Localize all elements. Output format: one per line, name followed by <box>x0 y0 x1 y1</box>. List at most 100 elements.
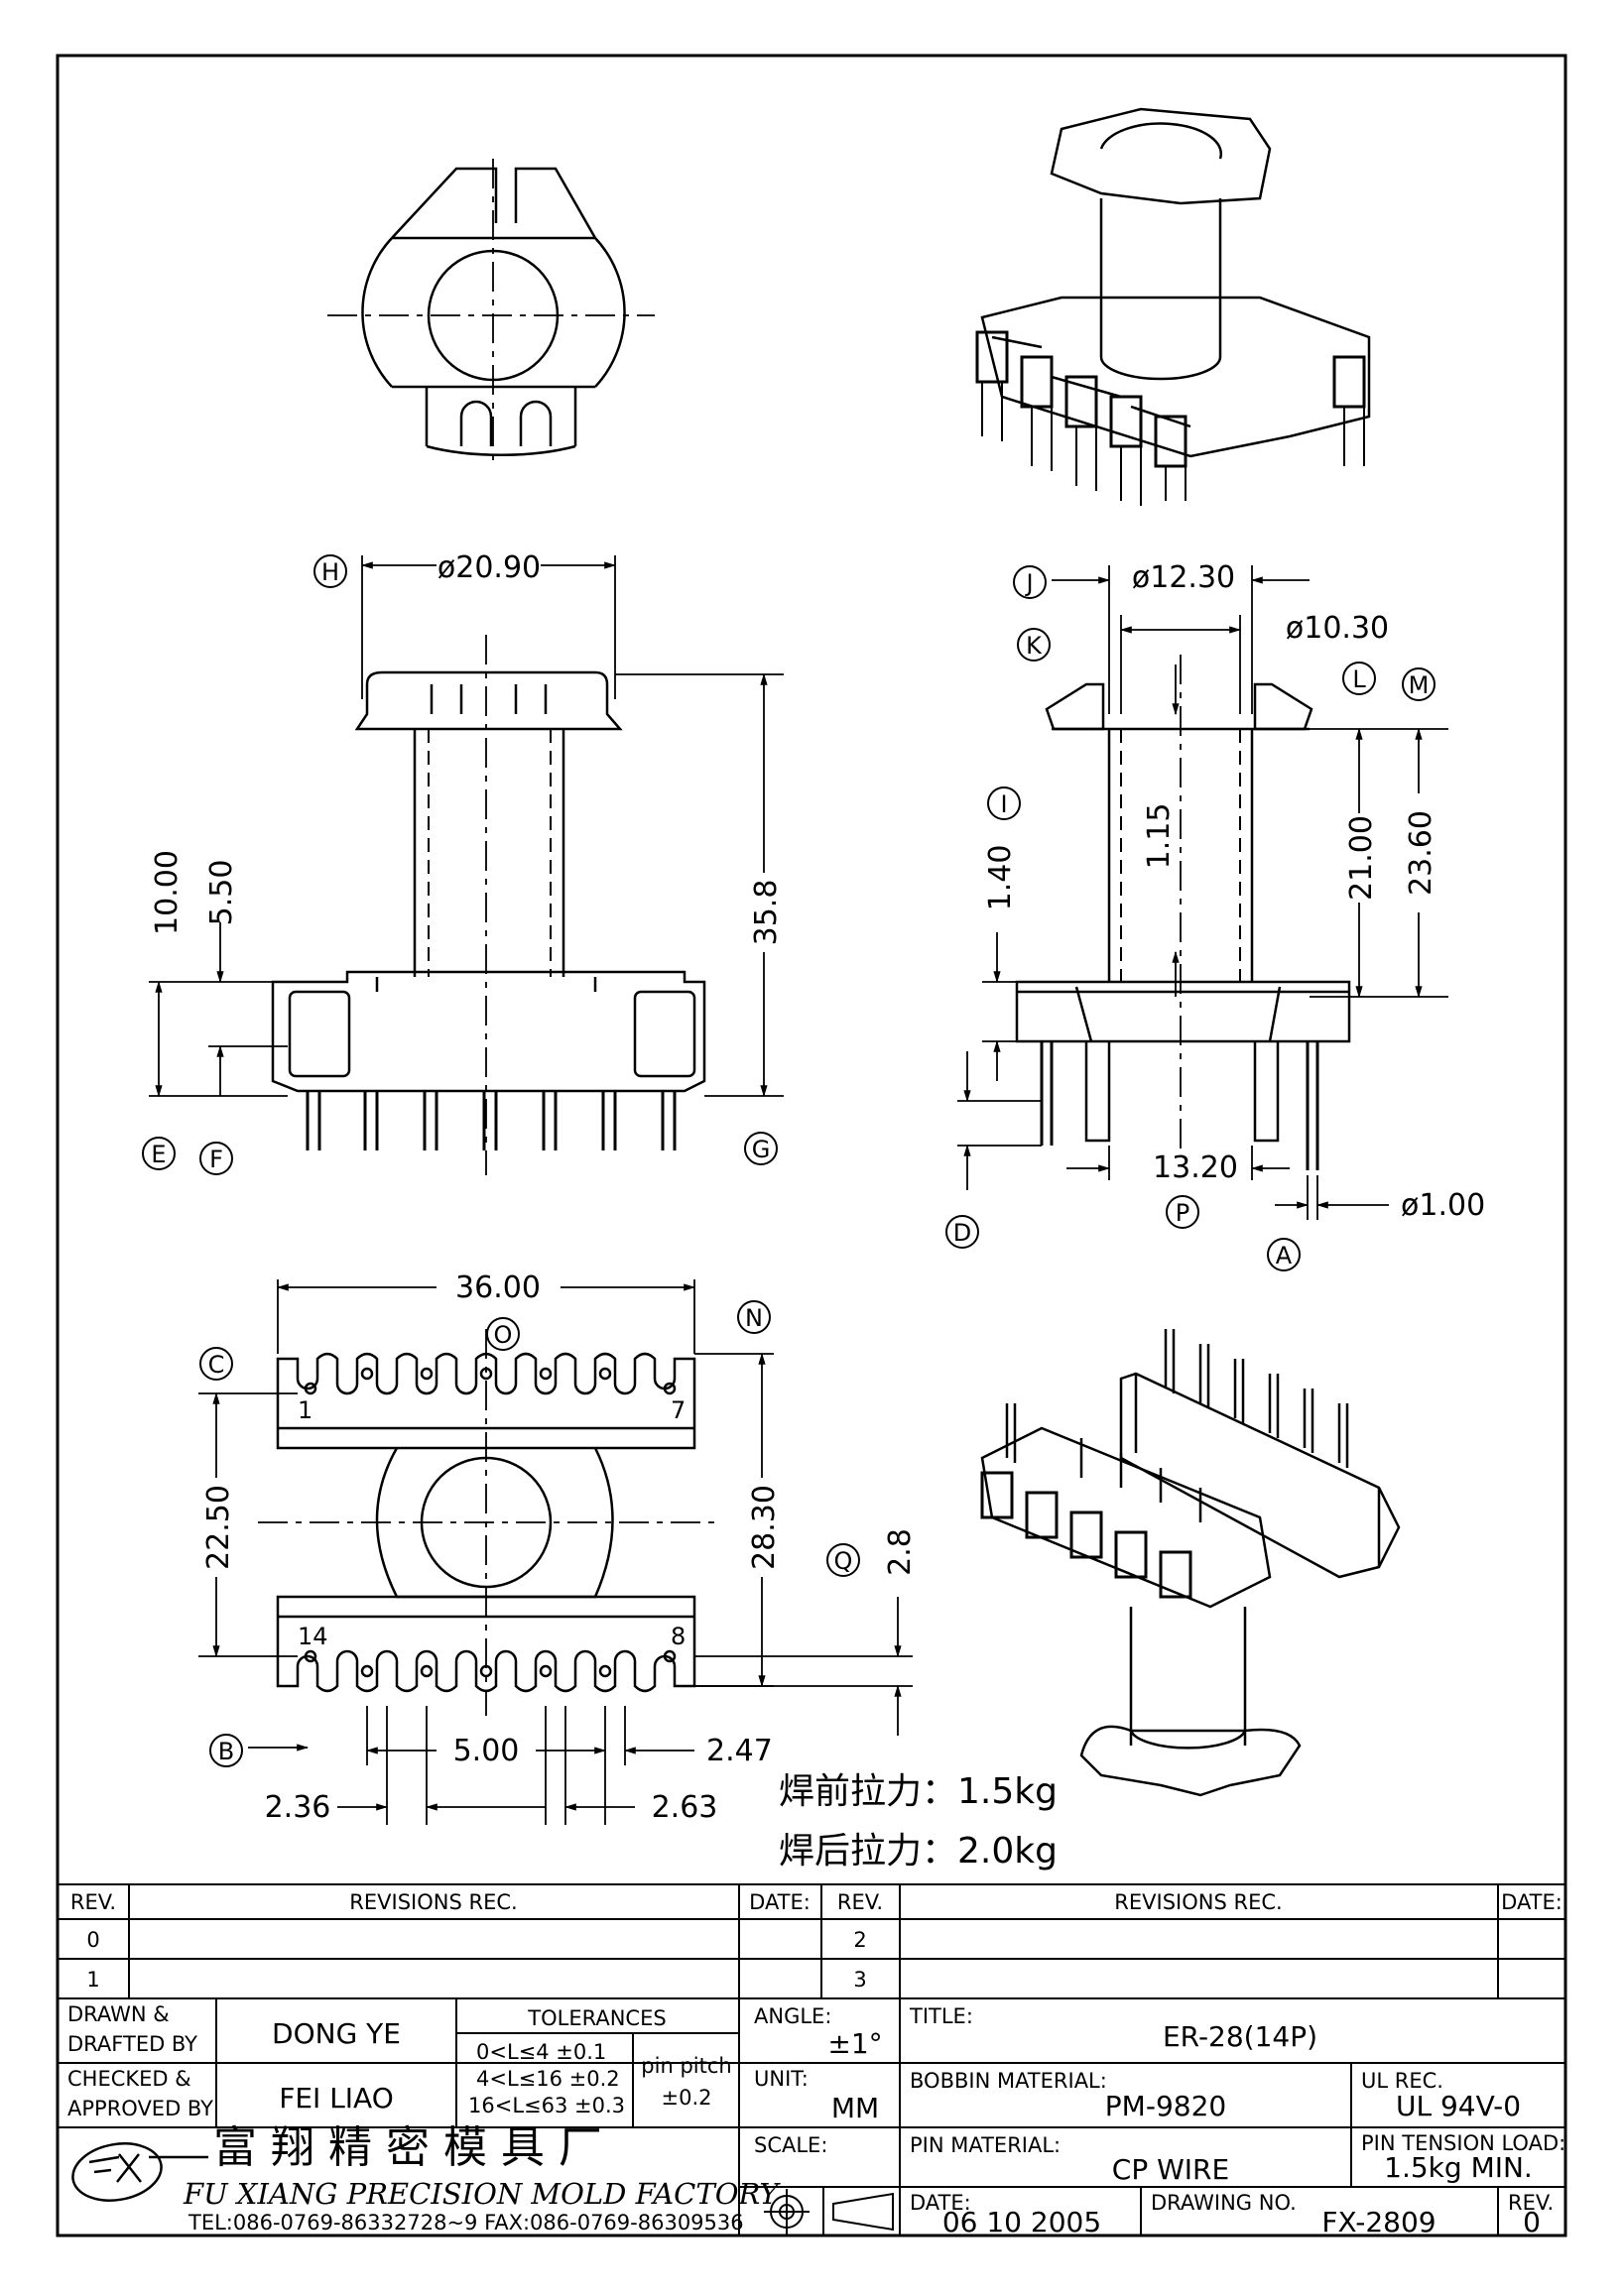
dim-front-h2: 5.50 <box>204 860 239 926</box>
svg-text:N: N <box>745 1304 763 1332</box>
pin-pitch-label: pin pitch <box>641 2054 731 2078</box>
side-view <box>957 565 1448 1220</box>
iso-view-top <box>975 107 1371 506</box>
date-header-right: DATE: <box>1501 1890 1562 1914</box>
drawing-no-value: FX-2809 <box>1321 2206 1436 2238</box>
tol-row: 4<L≤16 ±0.2 <box>476 2067 620 2091</box>
dim-bottom-h2: 28.30 <box>747 1485 782 1570</box>
rev-entry: 1 <box>86 1968 99 1992</box>
svg-text:L: L <box>1352 665 1366 693</box>
company-name-cn: 富 翔 精 密 模 具 厂 <box>213 2122 602 2173</box>
rev-entry: 2 <box>853 1928 866 1952</box>
svg-text:J: J <box>1024 569 1033 597</box>
pin-number: 8 <box>671 1623 686 1650</box>
pin-number: 14 <box>298 1623 328 1650</box>
drawing-no-label: DRAWING NO. <box>1151 2191 1297 2215</box>
svg-text:C: C <box>208 1351 225 1379</box>
svg-text:O: O <box>494 1321 513 1349</box>
rev-entry: 0 <box>86 1928 99 1952</box>
revisions-header-right: REVISIONS REC. <box>1114 1890 1282 1914</box>
dim-side-d1: 1.40 <box>983 845 1018 911</box>
bobbin-material-value: PM-9820 <box>1105 2090 1226 2122</box>
title-label: TITLE: <box>909 2004 973 2028</box>
rev-value: 0 <box>1523 2206 1541 2238</box>
tol-row: 16<L≤63 ±0.3 <box>468 2094 625 2117</box>
bobbin-material-label: BOBBIN MATERIAL: <box>910 2069 1107 2093</box>
title-block: REV. REVISIONS REC. DATE: REV. REVISIONS… <box>67 1890 1565 2238</box>
tol-row: 0<L≤4 ±0.1 <box>476 2040 606 2064</box>
dim-side-d2: 1.15 <box>1142 803 1177 870</box>
company-logo-block: 富 翔 精 密 模 具 厂 FU XIANG PRECISION MOLD FA… <box>71 2122 781 2235</box>
tolerances-label: TOLERANCES <box>527 2006 666 2030</box>
dim-bottom-p2: 2.47 <box>706 1734 773 1768</box>
svg-text:D: D <box>953 1219 971 1247</box>
dim-side-dia1: ø12.30 <box>1132 560 1235 595</box>
svg-text:E: E <box>151 1141 166 1168</box>
svg-text:I: I <box>1000 790 1007 818</box>
angle-label: ANGLE: <box>754 2004 831 2028</box>
dim-side-d4: 23.60 <box>1404 810 1438 896</box>
callout-letters: A B C D E F G H I J K L M N O P Q <box>151 558 1429 1765</box>
unit-label: UNIT: <box>754 2067 809 2091</box>
drawn-label-1: DRAWN & <box>67 2002 170 2026</box>
company-logo <box>71 2142 208 2202</box>
bottom-view <box>198 1279 913 1825</box>
date-value: 06 10 2005 <box>942 2206 1101 2238</box>
ul-rec-value: UL 94V-0 <box>1396 2090 1521 2122</box>
dim-bottom-p1: 5.00 <box>453 1734 520 1768</box>
side-view-dims: ø12.30 ø10.30 1.40 1.15 21.00 23.60 13.2… <box>983 560 1485 1223</box>
unit-value: MM <box>831 2092 879 2124</box>
top-view <box>327 159 655 466</box>
dim-bottom-p3: 2.36 <box>265 1790 331 1825</box>
title-value: ER-28(14P) <box>1163 2020 1317 2053</box>
pin-number: 1 <box>298 1396 312 1424</box>
pin-number: 7 <box>671 1396 686 1424</box>
scale-label: SCALE: <box>754 2133 827 2157</box>
rev-entry: 3 <box>853 1968 866 1992</box>
dim-front-diameter: ø20.90 <box>437 550 541 585</box>
dim-side-d3: 21.00 <box>1344 815 1379 901</box>
note-pull-before-solder: 焊前拉力：1.5kg <box>779 1771 1058 1812</box>
drawn-value: DONG YE <box>272 2017 401 2050</box>
svg-text:A: A <box>1276 1242 1293 1269</box>
callouts <box>142 554 1436 1767</box>
pin-material-value: CP WIRE <box>1112 2153 1229 2186</box>
pin-material-label: PIN MATERIAL: <box>910 2133 1061 2157</box>
front-view-dims: ø20.90 10.00 5.50 35.8 <box>150 550 784 945</box>
checked-value: FEI LIAO <box>279 2082 394 2115</box>
svg-text:F: F <box>209 1146 223 1173</box>
dim-bottom-width: 36.00 <box>455 1270 541 1305</box>
dim-side-d6: ø1.00 <box>1401 1188 1485 1223</box>
svg-text:P: P <box>1176 1199 1189 1227</box>
svg-text:M: M <box>1409 671 1430 699</box>
note-pull-after-solder: 焊后拉力：2.0kg <box>779 1831 1058 1872</box>
bottom-view-dims: 36.00 22.50 28.30 2.8 5.00 2.47 2.36 2.6… <box>201 1270 918 1825</box>
svg-text:H: H <box>321 558 339 586</box>
front-view <box>149 555 784 1175</box>
angle-value: ±1° <box>827 2027 882 2060</box>
drawn-label-2: DRAFTED BY <box>67 2032 197 2056</box>
svg-text:B: B <box>218 1738 234 1765</box>
company-contact: TEL:086-0769-86332728~9 FAX:086-0769-863… <box>187 2211 744 2235</box>
dim-front-h3: 35.8 <box>749 880 784 946</box>
date-label: DATE: <box>910 2191 971 2215</box>
date-header: DATE: <box>749 1890 811 1914</box>
pin-tension-value: 1.5kg MIN. <box>1384 2151 1533 2184</box>
dim-side-d5: 13.20 <box>1153 1150 1238 1185</box>
dim-bottom-h3: 2.8 <box>883 1528 918 1576</box>
svg-text:Q: Q <box>834 1547 853 1575</box>
sheet-border <box>56 54 1567 2237</box>
rev-label: REV. <box>1508 2191 1554 2215</box>
ul-rec-label: UL REC. <box>1361 2069 1443 2093</box>
dim-side-dia2: ø10.30 <box>1286 611 1389 646</box>
pin-tension-label: PIN TENSION LOAD: <box>1361 2131 1565 2155</box>
svg-text:G: G <box>752 1136 771 1163</box>
rev-header-right: REV. <box>837 1890 883 1914</box>
rev-header: REV. <box>70 1890 116 1914</box>
revisions-header: REVISIONS REC. <box>349 1890 517 1914</box>
pin-pitch-value: ±0.2 <box>662 2086 712 2110</box>
company-name-en: FU XIANG PRECISION MOLD FACTORY <box>183 2177 781 2211</box>
checked-label-2: APPROVED BY <box>67 2097 213 2120</box>
svg-text:K: K <box>1026 632 1043 660</box>
